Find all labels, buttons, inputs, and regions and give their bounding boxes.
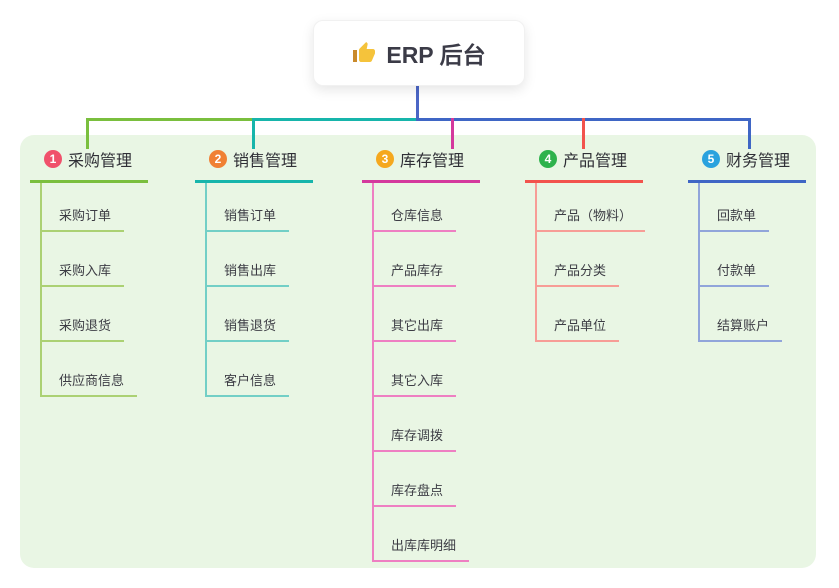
branch-label: 产品管理 bbox=[563, 153, 628, 170]
child-label: 产品（物料） bbox=[554, 208, 633, 223]
child-node[interactable]: 产品单位 bbox=[537, 287, 620, 342]
child-label: 其它入库 bbox=[391, 373, 444, 388]
child-node[interactable]: 付款单 bbox=[700, 232, 770, 287]
child-node[interactable]: 产品分类 bbox=[537, 232, 620, 287]
branch-children: 采购订单采购入库采购退货供应商信息 bbox=[40, 183, 148, 397]
child-node[interactable]: 销售退货 bbox=[207, 287, 290, 342]
child-node[interactable]: 其它入库 bbox=[374, 342, 457, 397]
branch-number-badge: 1 bbox=[44, 150, 62, 168]
child-node[interactable]: 仓库信息 bbox=[374, 183, 457, 232]
connector-drop bbox=[748, 118, 751, 149]
connector-drop bbox=[451, 118, 454, 149]
branch-header[interactable]: 3 库存管理 bbox=[362, 147, 480, 183]
child-node[interactable]: 采购订单 bbox=[42, 183, 125, 232]
child-label: 出库库明细 bbox=[391, 538, 457, 553]
branch-column-5: 5 财务管理回款单付款单结算账户 bbox=[688, 147, 806, 342]
child-label: 销售订单 bbox=[224, 208, 277, 223]
branch-label: 财务管理 bbox=[726, 153, 791, 170]
branch-number-badge: 3 bbox=[376, 150, 394, 168]
child-node[interactable]: 产品（物料） bbox=[537, 183, 646, 232]
child-node[interactable]: 库存调拨 bbox=[374, 397, 457, 452]
child-node[interactable]: 采购入库 bbox=[42, 232, 125, 287]
child-label: 销售出库 bbox=[224, 263, 277, 278]
child-label: 回款单 bbox=[717, 208, 757, 223]
branch-number-badge: 2 bbox=[209, 150, 227, 168]
child-node[interactable]: 回款单 bbox=[700, 183, 770, 232]
child-label: 产品单位 bbox=[554, 318, 607, 333]
branch-children: 回款单付款单结算账户 bbox=[698, 183, 806, 342]
child-node[interactable]: 销售订单 bbox=[207, 183, 290, 232]
connector-drop bbox=[86, 118, 89, 149]
child-label: 销售退货 bbox=[224, 318, 277, 333]
child-node[interactable]: 库存盘点 bbox=[374, 452, 457, 507]
root-title: ERP 后台 bbox=[386, 42, 486, 68]
branch-label: 销售管理 bbox=[233, 153, 298, 170]
child-node[interactable]: 客户信息 bbox=[207, 342, 290, 397]
child-label: 付款单 bbox=[717, 263, 757, 278]
branch-header[interactable]: 1 采购管理 bbox=[30, 147, 148, 183]
branch-header[interactable]: 5 财务管理 bbox=[688, 147, 806, 183]
child-label: 结算账户 bbox=[717, 318, 770, 333]
branch-header[interactable]: 2 销售管理 bbox=[195, 147, 313, 183]
branch-children: 产品（物料） 产品分类产品单位 bbox=[535, 183, 646, 342]
branch-number-badge: 5 bbox=[702, 150, 720, 168]
child-node[interactable]: 其它出库 bbox=[374, 287, 457, 342]
branch-column-3: 3 库存管理仓库信息产品库存其它出库其它入库库存调拨库存盘点出库库明细 bbox=[362, 147, 480, 562]
branch-children: 销售订单销售出库销售退货客户信息 bbox=[205, 183, 313, 397]
child-node[interactable]: 结算账户 bbox=[700, 287, 783, 342]
child-label: 产品库存 bbox=[391, 263, 444, 278]
child-label: 采购退货 bbox=[59, 318, 112, 333]
connector-segment bbox=[252, 118, 419, 121]
child-label: 采购订单 bbox=[59, 208, 112, 223]
branch-column-1: 1 采购管理采购订单采购入库采购退货供应商信息 bbox=[30, 147, 148, 397]
branch-children: 仓库信息产品库存其它出库其它入库库存调拨库存盘点出库库明细 bbox=[372, 183, 480, 562]
branch-column-4: 4 产品管理产品（物料） 产品分类产品单位 bbox=[525, 147, 646, 342]
thumbs-up-icon bbox=[352, 41, 376, 65]
connector-drop bbox=[582, 118, 585, 149]
child-node[interactable]: 产品库存 bbox=[374, 232, 457, 287]
child-label: 采购入库 bbox=[59, 263, 112, 278]
branch-number-badge: 4 bbox=[539, 150, 557, 168]
child-node[interactable]: 采购退货 bbox=[42, 287, 125, 342]
child-node[interactable]: 销售出库 bbox=[207, 232, 290, 287]
child-label: 库存调拨 bbox=[391, 428, 444, 443]
child-label: 供应商信息 bbox=[59, 373, 125, 388]
root-node[interactable]: ERP 后台 bbox=[313, 20, 525, 86]
connector-drop bbox=[252, 118, 255, 149]
child-label: 客户信息 bbox=[224, 373, 277, 388]
branch-label: 库存管理 bbox=[400, 153, 465, 170]
child-node[interactable]: 供应商信息 bbox=[42, 342, 138, 397]
branch-header[interactable]: 4 产品管理 bbox=[525, 147, 643, 183]
child-label: 库存盘点 bbox=[391, 483, 444, 498]
mindmap-canvas bbox=[20, 135, 816, 568]
branch-label: 采购管理 bbox=[68, 153, 133, 170]
child-node[interactable]: 出库库明细 bbox=[374, 507, 470, 562]
child-label: 产品分类 bbox=[554, 263, 607, 278]
root-connector-line bbox=[416, 84, 419, 121]
connector-segment bbox=[86, 118, 252, 121]
child-label: 仓库信息 bbox=[391, 208, 444, 223]
branch-column-2: 2 销售管理销售订单销售出库销售退货客户信息 bbox=[195, 147, 313, 397]
child-label: 其它出库 bbox=[391, 318, 444, 333]
